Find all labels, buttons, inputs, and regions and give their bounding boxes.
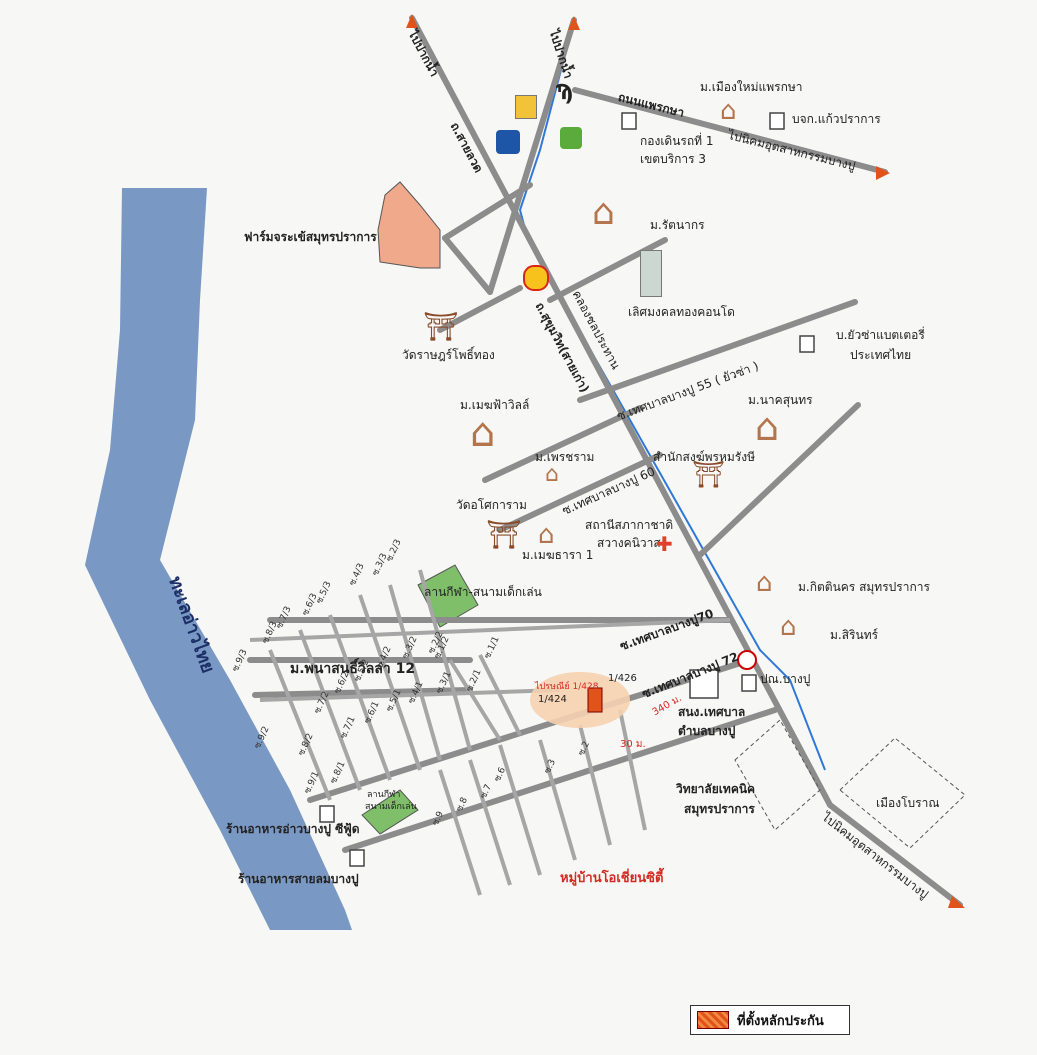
house-icon: ⌂	[538, 520, 555, 550]
esso-icon	[737, 650, 757, 670]
house-icon: ⌂	[755, 405, 780, 449]
marker-lot-426: 1/426	[608, 673, 637, 684]
house-icon: ⌂	[470, 410, 496, 456]
place-park-bottom: ลานกีฬา	[367, 790, 401, 800]
place-red-cross: สถานีสภากาชาดิ	[585, 518, 674, 532]
place-ocean-city: หมู่บ้านโอเชี่ยนซิตี้	[560, 871, 664, 886]
place-yuasa: บ.ยัวซ่าแบตเตอรี่	[836, 328, 925, 342]
place-red-cross-line2: สวางคนิวาส	[597, 536, 661, 550]
place-kitikorn: ม.กิตตินคร สมุทรปราการ	[798, 580, 930, 594]
place-tech-college-line2: สมุทรปราการ	[684, 802, 755, 816]
place-muang-mai-phraeksa: ม.เมืองใหม่แพรกษา	[700, 80, 803, 94]
caltex-logo-icon	[515, 95, 537, 119]
place-bus-depot: กองเดินรถที่ 1	[640, 134, 714, 148]
place-phetcharam: ม.เพรชราม	[535, 450, 595, 464]
place-service-zone: เขตบริการ 3	[640, 152, 707, 166]
place-park-top: ลานกีฬา-สนามเด็กเล่น	[424, 585, 542, 599]
place-wat-khotharam: วัดอโศการาม	[456, 498, 527, 512]
legend-swatch	[697, 1011, 729, 1029]
green-logo-icon	[560, 127, 582, 149]
tech-college-area	[734, 719, 821, 831]
marker-lot-424: 1/424	[538, 694, 567, 705]
place-lert-mongkol-condo: เลิศมงคลทองคอนโด	[628, 305, 735, 319]
crocodile-farm-area	[377, 181, 441, 269]
house-icon: ⌂	[756, 568, 773, 598]
legend-label: ที่ตั้งหลักประกัน	[737, 1013, 824, 1029]
road-arrows	[406, 14, 965, 908]
house-icon: ⌂	[545, 462, 559, 487]
place-ancient-city: เมืองโบราณ	[876, 796, 940, 810]
place-samnak-song: สำนักสงฆ์พรหมรังษี	[653, 450, 756, 464]
place-bkg-kaeo: บจก.แก้วปราการ	[792, 112, 881, 126]
place-rattanakorn: ม.รัตนากร	[650, 218, 705, 232]
red-cross-icon: ✚	[656, 532, 673, 556]
place-yuasa-line2: ประเทศไทย	[850, 348, 912, 362]
collateral-highlight	[530, 672, 630, 728]
place-sirin: ม.สิรินทร์	[830, 628, 879, 642]
temple-icon: ⛩	[423, 310, 459, 343]
house-icon: ⌂	[780, 612, 797, 642]
place-park-bottom-line2: สนามเด็กเล่น	[365, 802, 417, 812]
place-restaurant-seafood: ร้านอาหารอ่าวบางปู ซีฟู้ด	[226, 822, 360, 836]
legend-box: ที่ตั้งหลักประกัน	[690, 1005, 850, 1035]
collateral-lot	[587, 687, 603, 713]
bank-logo-icon	[496, 130, 520, 154]
grid-streets	[249, 569, 731, 896]
place-wat-ratchaphut: วัดราษฎร์โพธิ์ทอง	[402, 348, 495, 362]
marker-distance-30: 30 ม.	[620, 739, 646, 750]
house-icon: ⌂	[720, 96, 737, 126]
place-tech-college: วิทยาลัยเทคนิค	[676, 782, 756, 796]
marker-caption: ไปรษณีย์ 1/428	[535, 682, 599, 692]
temple-icon: ⛩	[692, 460, 726, 490]
temple-icon: ⛩	[486, 518, 522, 551]
place-mek-thara: ม.เมฆธารา 1	[522, 548, 594, 562]
condo-icon	[640, 250, 662, 297]
sea-gulf-of-thailand	[85, 188, 352, 930]
ancient-city-area	[839, 737, 966, 849]
park-bottom	[361, 789, 419, 835]
place-municipal-office: สนง.เทศบาล	[678, 705, 746, 719]
place-municipal-office-line2: ตำบลบางปู	[678, 724, 736, 738]
shell-logo-icon	[523, 265, 549, 291]
building-boxes	[319, 112, 815, 867]
bank-k-logo-icon: Ϡ	[555, 80, 574, 104]
place-crocodile-farm: ฟาร์มจระเข้สมุทรปราการ	[244, 230, 377, 244]
roads-main	[247, 15, 963, 908]
place-bangpu-post: ปณ.บางปู	[760, 672, 811, 686]
place-mek-fa-ville: ม.เมฆฟ้าวิลล์	[460, 398, 530, 412]
place-restaurant-wind: ร้านอาหารสายลมบางปู	[238, 872, 359, 886]
place-panasonic-villa: ม.พนาสนธิ์วิลล่า 12	[290, 661, 416, 677]
place-nakhon-sunthon: ม.นาคสุนทร	[748, 393, 813, 407]
house-icon: ⌂	[592, 192, 615, 233]
